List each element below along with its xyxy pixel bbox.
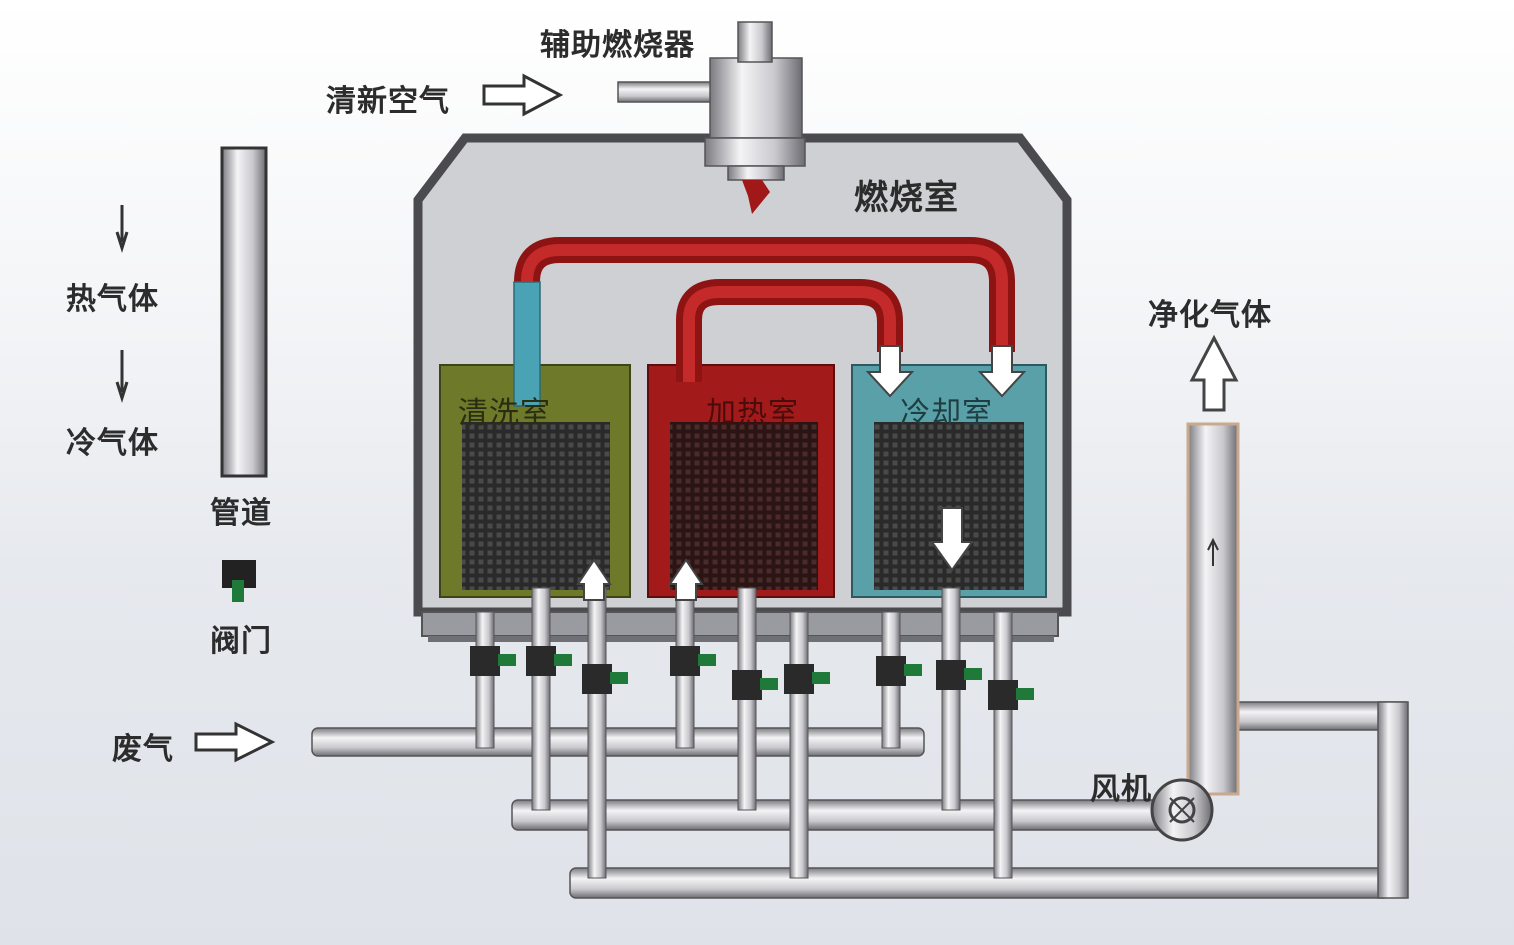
fan-label: 风机 (1090, 772, 1152, 807)
burner-nozzle (704, 137, 806, 167)
cleaning-chamber-label: 清洗室 (458, 396, 551, 431)
valve-icon (582, 664, 628, 694)
burner-fresh-air-inlet (617, 81, 721, 103)
heating-chamber-label: 加热室 (706, 396, 799, 431)
legend-pipe (220, 146, 268, 478)
cooling-chamber-label: 冷却室 (900, 396, 993, 431)
combustion-chamber-label: 燃烧室 (854, 178, 959, 218)
waste-gas-manifold (311, 727, 925, 757)
fresh-air-label: 清新空气 (326, 84, 450, 119)
up-arrow-icon (576, 558, 612, 601)
waste-gas-label: 废气 (112, 732, 174, 767)
hot-gas-label: 热气体 (66, 282, 159, 317)
up-arrow-icon (668, 558, 704, 601)
down-arrow-icon (930, 507, 974, 572)
middle-manifold (511, 799, 1173, 831)
cleaning-chamber-packing (462, 422, 610, 590)
valve-icon (988, 680, 1034, 710)
valve-icon (876, 656, 922, 686)
cold-gas-arrow-icon (115, 350, 129, 404)
valve-icon (784, 664, 830, 694)
valve-icon (670, 646, 716, 676)
heating-chamber-packing (670, 422, 818, 590)
pipe-label: 管道 (210, 496, 272, 531)
valve-icon (526, 646, 572, 676)
aux-burner-label: 辅助燃烧器 (540, 28, 695, 63)
bottom-manifold (569, 867, 1391, 899)
purified-gas-label: 净化气体 (1148, 298, 1272, 333)
hot-gas-arrow-icon (115, 205, 129, 254)
cool-gas-downpipe (513, 281, 541, 407)
flow-arrow-icon (1207, 537, 1219, 566)
valves (470, 646, 1034, 710)
valve-icon (732, 670, 778, 700)
up-arrow-icon (1189, 334, 1239, 412)
cold-gas-label: 冷气体 (66, 426, 159, 461)
flame-icon (742, 180, 770, 214)
burner-body (709, 57, 803, 139)
down-arrow-icon (865, 345, 915, 398)
waste-gas-arrow-icon (194, 721, 276, 763)
return-pipe-riser (1377, 701, 1409, 899)
down-arrow-icon (977, 345, 1027, 398)
exhaust-stack (1186, 422, 1240, 796)
burner-stack (737, 21, 773, 63)
fresh-air-arrow-icon (482, 73, 564, 117)
valve-label: 阀门 (210, 624, 272, 659)
valve-icon (470, 646, 516, 676)
valve-icon (936, 660, 982, 690)
